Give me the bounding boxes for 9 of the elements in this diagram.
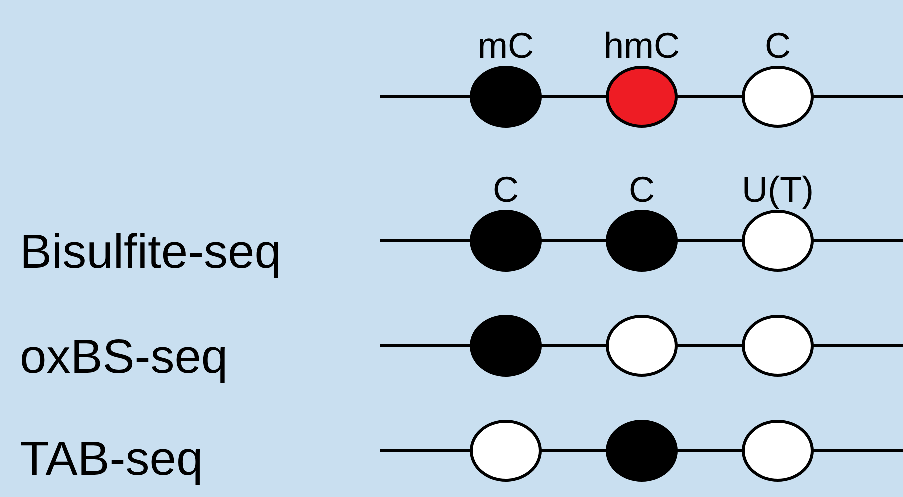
base-label: U(T) [742,172,814,208]
base-label: C [629,172,655,208]
base-label: hmC [604,28,680,64]
method-label: Bisulfite-seq [20,229,282,277]
base-label: C [765,28,791,64]
method-label: oxBS-seq [20,334,228,382]
base-label: mC [478,28,534,64]
base-label: C [493,172,519,208]
method-label: TAB-seq [20,436,204,484]
